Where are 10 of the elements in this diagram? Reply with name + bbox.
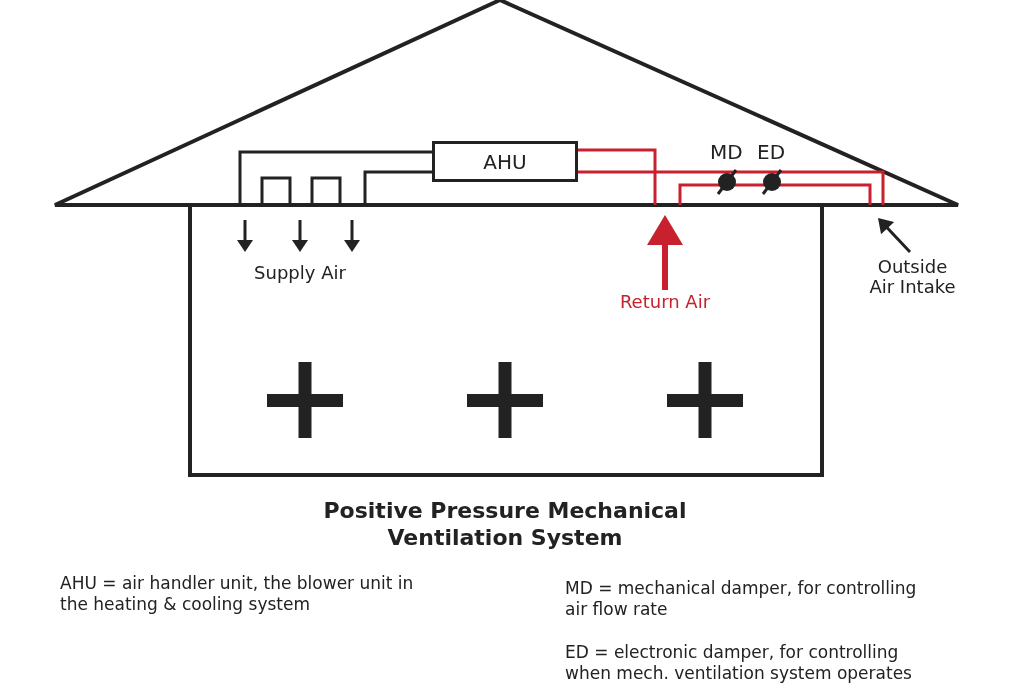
diagram-title: Positive Pressure Mechanical Ventilation System <box>322 497 688 551</box>
airflow-label: Return Air <box>618 291 712 312</box>
airflow-label: Supply Air <box>253 262 347 283</box>
airflow-label: Outside Air Intake <box>868 257 957 297</box>
damper-label: MD <box>710 142 743 163</box>
definition-text: AHU = air handler unit, the blower unit in the heating & cooling system <box>60 573 415 615</box>
air-handler-box: AHU <box>432 141 578 182</box>
definition-text: ED = electronic damper, for controlling when mech. ventilation system operates <box>565 642 913 684</box>
definition-text: MD = mechanical damper, for controlling air flow rate <box>565 578 918 620</box>
damper-label: ED <box>757 142 786 163</box>
